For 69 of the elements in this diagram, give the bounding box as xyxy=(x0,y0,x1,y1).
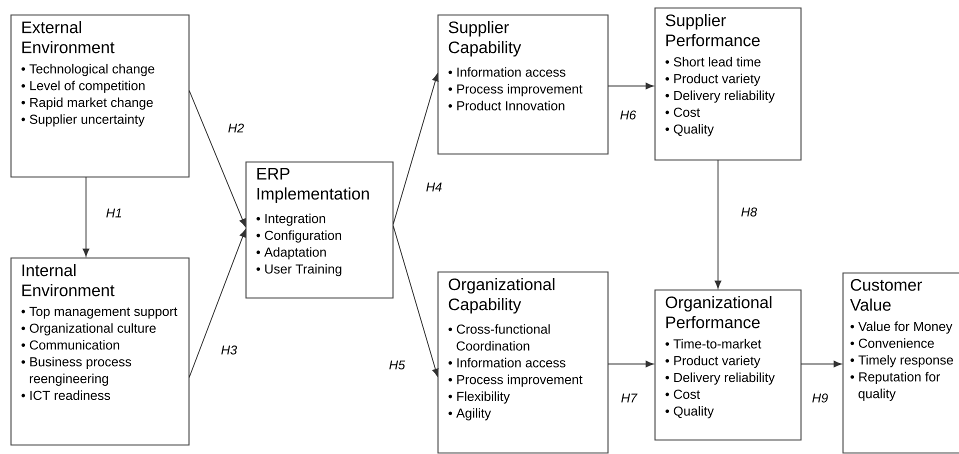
concept-box xyxy=(10,257,190,446)
bullet-item: • Business process reengineering xyxy=(22,356,132,386)
arrow xyxy=(608,360,654,368)
bullet-item: • Delivery reliability xyxy=(666,372,775,385)
bullet-item: • Time-to-market xyxy=(666,338,762,348)
bullet-item: • Timely response xyxy=(850,355,953,368)
edge-label: H4 xyxy=(426,182,442,192)
box-heading: Organizational Performance xyxy=(666,296,772,328)
bullet-item: • Product Innovation xyxy=(448,100,564,110)
box-heading: Supplier Capability xyxy=(448,21,522,57)
box-heading: External Environment xyxy=(22,21,114,54)
arrow xyxy=(188,90,246,227)
concept-box xyxy=(654,289,802,441)
concept-box xyxy=(437,14,609,155)
bullet-item: • Quality xyxy=(666,406,714,418)
concept-box xyxy=(842,272,959,454)
bullet-item: • Process improvement xyxy=(448,84,582,96)
edge-label: H8 xyxy=(741,208,758,216)
bullet-item: • Configuration xyxy=(256,230,342,243)
bullet-item: • Communication xyxy=(22,340,120,350)
bullet-item: • Short lead time xyxy=(666,56,760,66)
bullet-item: • Process improvement xyxy=(448,374,582,387)
bullet-item: • User Training xyxy=(256,264,342,276)
concept-box xyxy=(654,7,802,161)
edge-label: H3 xyxy=(221,346,237,354)
edge-label: H9 xyxy=(812,394,828,402)
edge-label: H6 xyxy=(620,110,636,120)
bullet-item: • Supplier uncertainty xyxy=(22,114,145,126)
bullet-item: • Product variety xyxy=(666,74,760,86)
bullet-item: • Level of competition xyxy=(22,80,145,93)
box-heading: Internal Environment xyxy=(22,264,114,296)
bullet-item: • Integration xyxy=(256,214,326,226)
bullet-item: • Agility xyxy=(448,408,492,420)
arrow xyxy=(800,360,842,368)
bullet-item: • Information access xyxy=(448,358,566,368)
bullet-item: • Convenience xyxy=(850,338,934,348)
bullet-item: • Reputation for quality xyxy=(850,372,940,401)
bullet-item: • Rapid market change xyxy=(22,98,153,110)
arrow xyxy=(392,224,439,377)
arrow xyxy=(188,229,246,378)
bullet-item: • Organizational culture xyxy=(22,323,156,336)
concept-box xyxy=(10,14,190,178)
bullet-item: • Cost xyxy=(666,108,700,117)
edge-label: H1 xyxy=(106,208,122,218)
bullet-item: • Product variety xyxy=(666,356,760,368)
bullet-item: • ICT readiness xyxy=(22,390,110,400)
arrow xyxy=(82,176,90,257)
bullet-item: • Adaptation xyxy=(256,247,326,260)
bullet-item: • Information access xyxy=(448,67,566,77)
bullet-item: • Delivery reliability xyxy=(666,90,775,103)
box-heading: Supplier Performance xyxy=(666,14,760,46)
arrow xyxy=(392,73,439,226)
edge-label: H7 xyxy=(621,394,638,402)
box-heading: Organizational Capability xyxy=(448,278,554,314)
box-heading: Customer Value xyxy=(850,279,922,311)
edge-label: H5 xyxy=(389,360,406,370)
box-heading: ERP Implementation xyxy=(257,168,369,203)
edge-label: H2 xyxy=(228,124,244,132)
bullet-item: • Technological change xyxy=(22,64,154,76)
bullet-item: • Cost xyxy=(666,390,700,399)
bullet-item: • Flexibility xyxy=(448,391,510,404)
arrow xyxy=(608,82,654,90)
bullet-item: • Top management support xyxy=(22,306,178,319)
concept-box xyxy=(437,271,609,454)
arrow xyxy=(714,160,722,289)
bullet-item: • Quality xyxy=(666,124,714,136)
bullet-item: • Value for Money xyxy=(850,321,952,334)
concept-box xyxy=(245,161,394,299)
bullet-item: • Cross-functional Coordination xyxy=(448,324,550,351)
